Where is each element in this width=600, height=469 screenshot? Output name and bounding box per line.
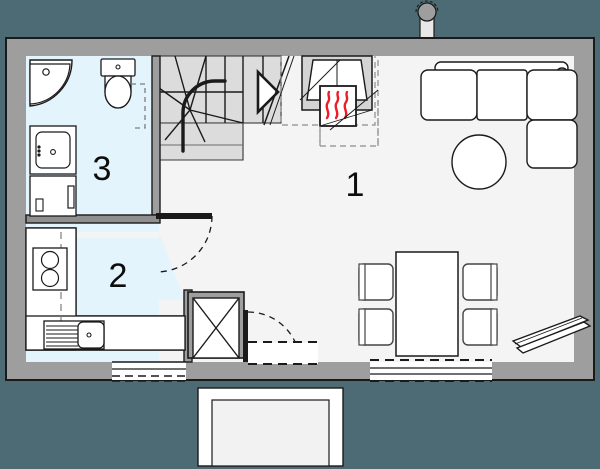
toilet xyxy=(104,75,132,109)
dining-chair xyxy=(462,308,498,346)
sofa-chaise-cushion xyxy=(526,119,578,169)
washbasin xyxy=(29,125,77,175)
room-label-3: 3 xyxy=(93,150,112,188)
bench xyxy=(511,315,592,354)
bathroom-door-swing xyxy=(155,215,213,273)
entry-door-swing xyxy=(243,310,318,365)
dining-set xyxy=(358,251,498,357)
dining-chair xyxy=(462,263,498,301)
staircase xyxy=(158,55,376,161)
chimney-vent-icon xyxy=(415,0,439,39)
room-label-2: 2 xyxy=(109,257,128,295)
living-window xyxy=(370,359,492,382)
sofa-cushion xyxy=(476,69,528,121)
sofa-cushion xyxy=(420,69,478,121)
flame-icon xyxy=(325,90,349,120)
toilet-cistern xyxy=(100,58,136,77)
dining-table xyxy=(395,251,459,357)
bathroom-fixtures xyxy=(29,58,146,217)
shower-tray xyxy=(29,59,73,107)
living-chamfer xyxy=(159,232,185,300)
dining-chair xyxy=(358,308,394,346)
kitchen-fixtures xyxy=(25,227,186,351)
storage-closet xyxy=(187,291,245,359)
washing-machine xyxy=(29,175,77,217)
room-label-1: 1 xyxy=(346,166,365,204)
dining-chair xyxy=(358,263,394,301)
bathroom-niche xyxy=(131,83,146,129)
kitchen-window xyxy=(112,361,186,382)
round-coffee-table xyxy=(451,134,507,190)
kitchen-sink xyxy=(43,320,105,350)
sectional-sofa xyxy=(420,61,578,169)
stair-direction-arrow-icon xyxy=(256,68,280,116)
entry-porch xyxy=(197,387,344,467)
sofa-cushion xyxy=(526,69,578,121)
wood-stove xyxy=(299,55,379,147)
cooktop xyxy=(32,247,68,291)
